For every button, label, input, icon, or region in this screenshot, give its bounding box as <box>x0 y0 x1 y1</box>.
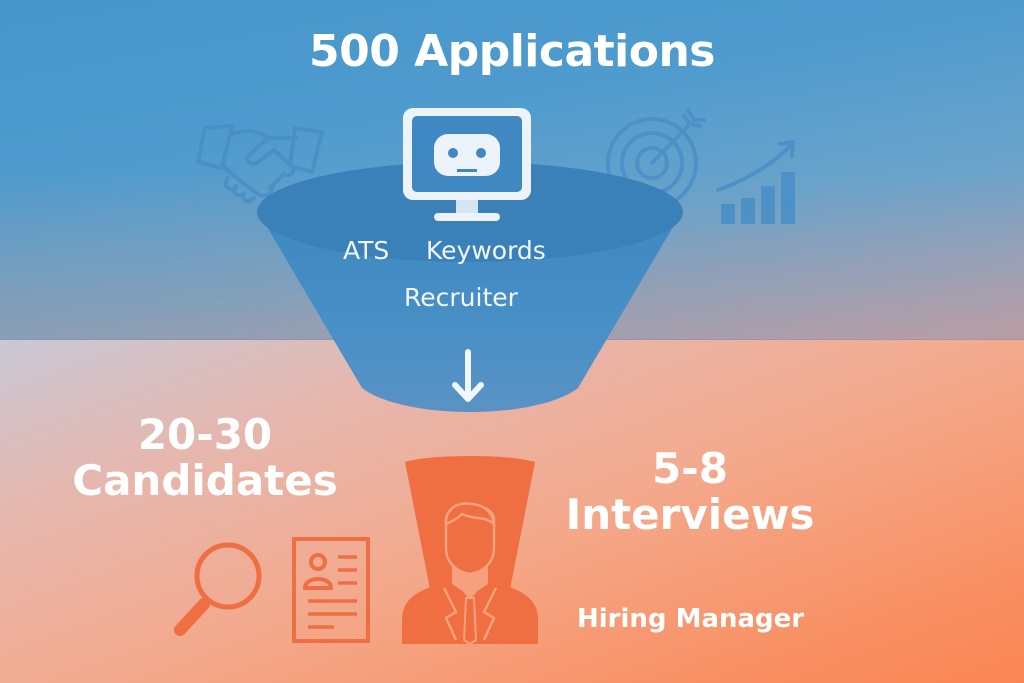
stage-candidates: 20-30 Candidates <box>60 410 350 506</box>
candidates-count: 20-30 <box>137 410 273 459</box>
handshake-icon <box>196 124 324 203</box>
arrow-down-icon <box>452 349 484 402</box>
magnifier-icon <box>174 542 262 636</box>
robot-monitor-icon <box>403 108 531 221</box>
candidates-label: Candidates <box>72 456 338 506</box>
hiring-manager-label: Hiring Manager <box>577 604 805 634</box>
interviews-label: Interviews <box>565 490 815 540</box>
funnel-label-ats: ATS <box>343 236 390 265</box>
funnel-body <box>257 210 683 412</box>
page-title: 500 Applications <box>308 26 716 77</box>
stage-interviews: 5-8 Interviews <box>560 444 820 540</box>
funnel-label-recruiter: Recruiter <box>404 283 518 312</box>
resume-icon <box>292 537 370 643</box>
businessman-icon <box>402 456 538 646</box>
funnel-label-keywords: Keywords <box>426 236 546 265</box>
interviews-count: 5-8 <box>652 444 728 493</box>
growth-chart-icon <box>716 140 795 224</box>
